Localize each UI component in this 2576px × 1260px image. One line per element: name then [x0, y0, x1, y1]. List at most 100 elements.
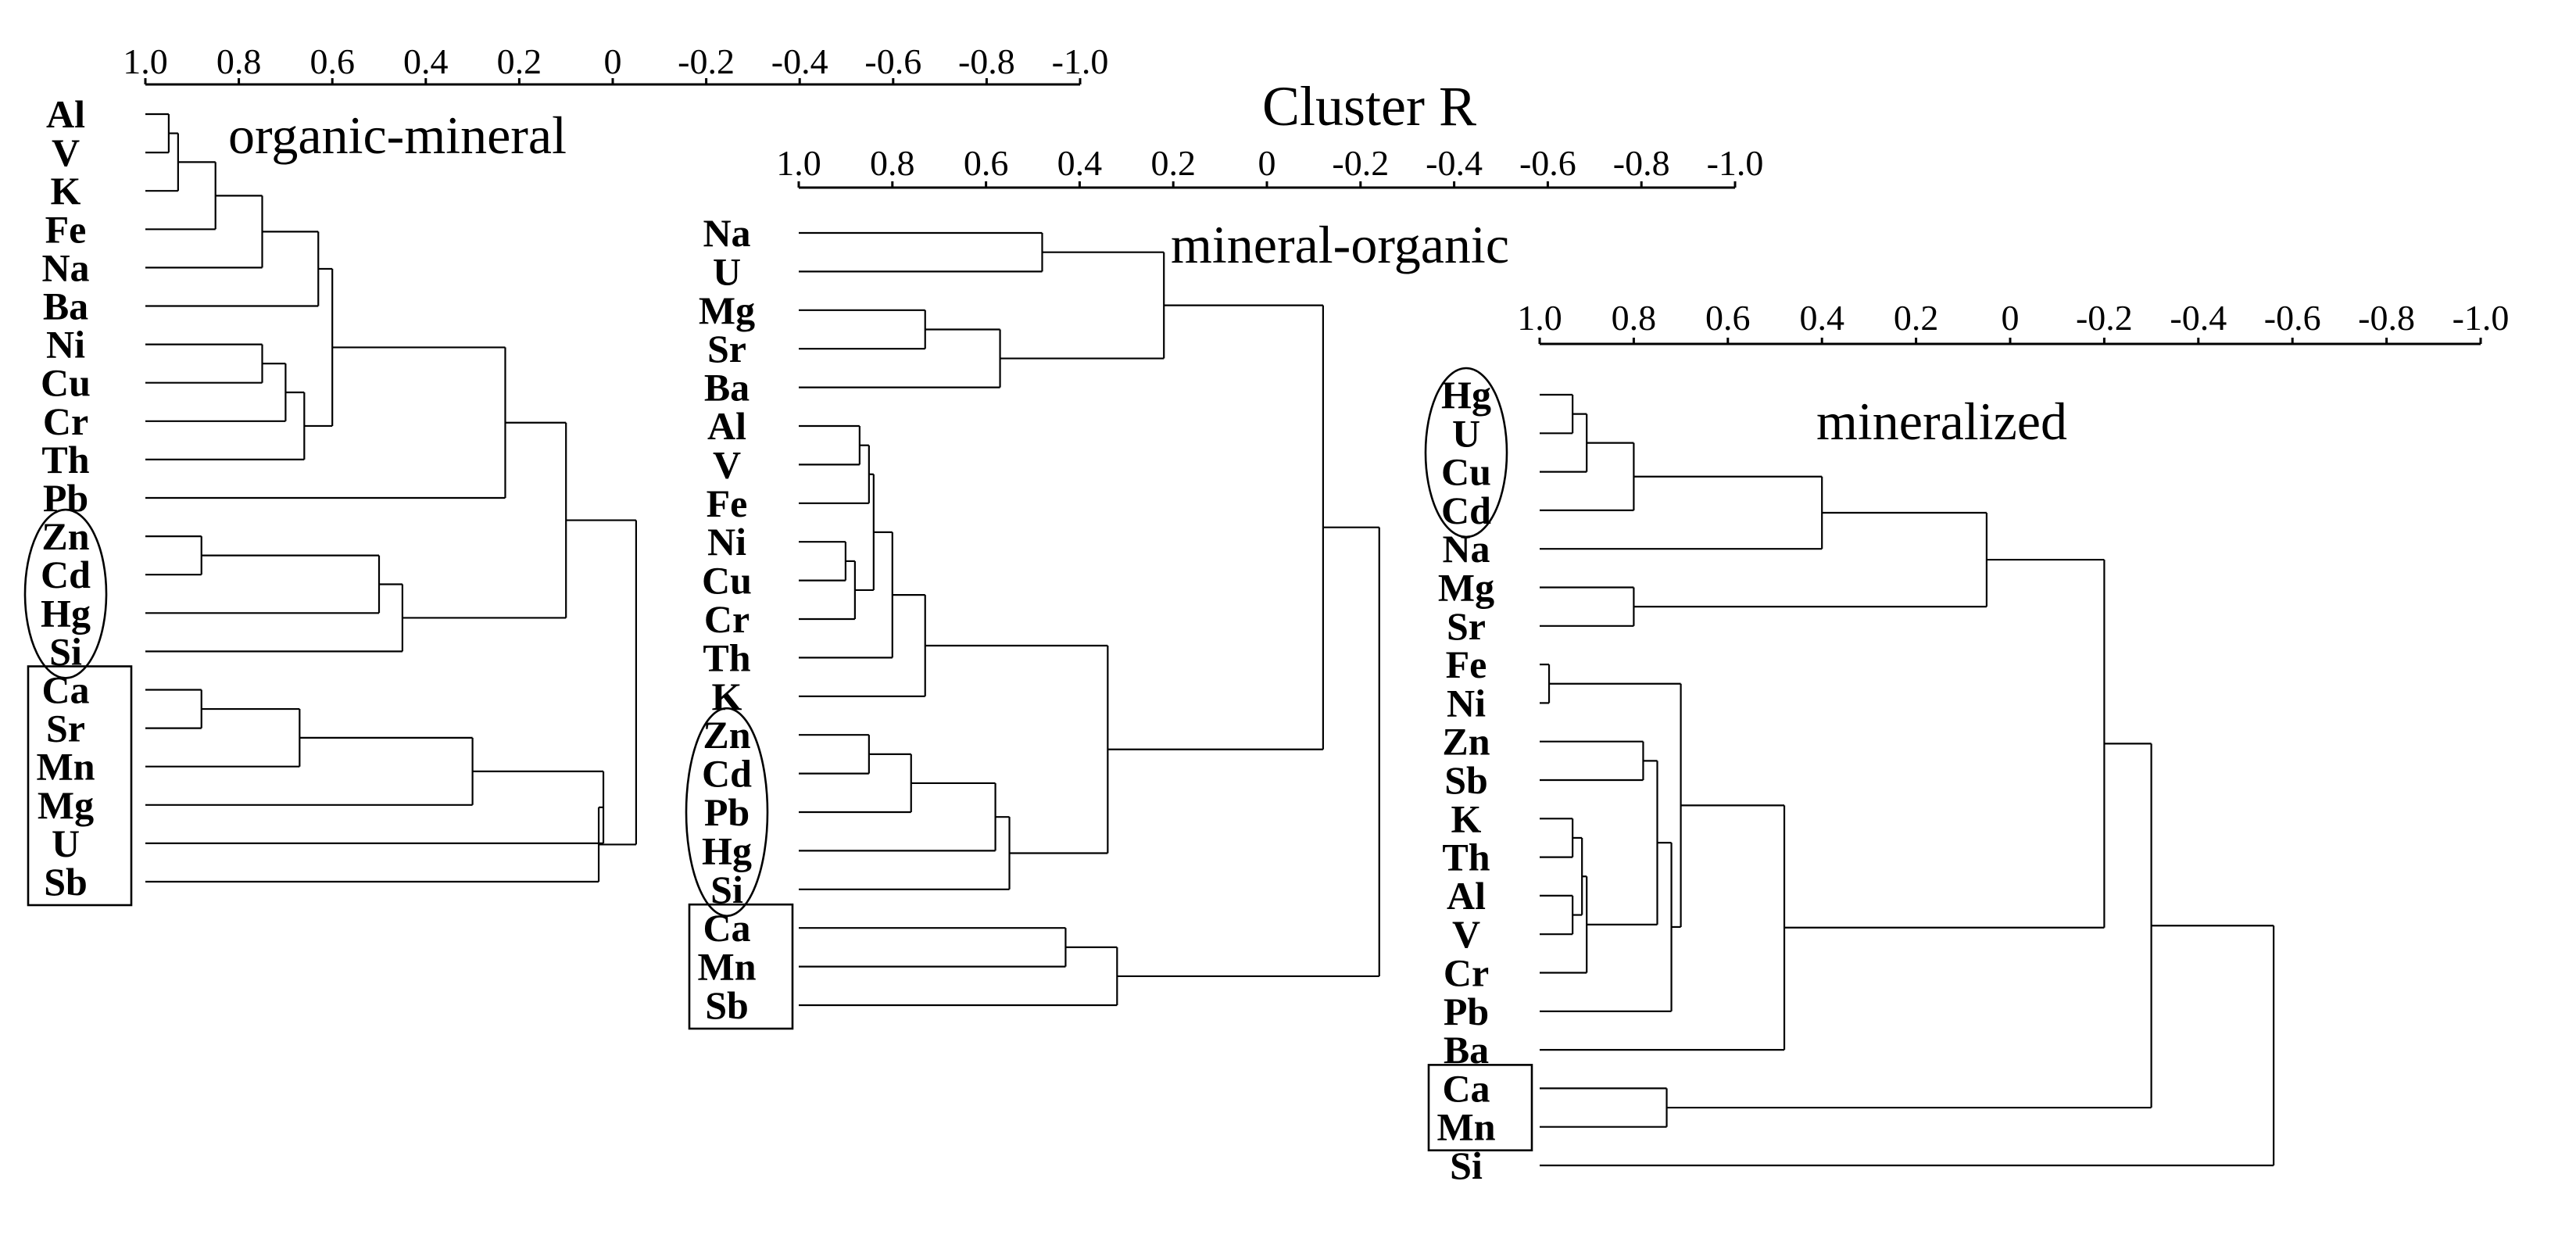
panel-title: mineral-organic [1171, 215, 1509, 274]
leaf-label: Na [1442, 527, 1490, 571]
leaf-label: Th [1442, 836, 1490, 879]
leaf-label: Mn [698, 945, 757, 989]
leaf-label: Zn [703, 713, 750, 757]
leaf-label: V [1452, 912, 1480, 956]
leaf-label: Na [703, 211, 750, 255]
leaf-label: K [51, 169, 81, 213]
leaf-label: Al [707, 404, 746, 448]
leaf-label: Sr [1447, 604, 1486, 648]
leaf-label: Cr [43, 399, 88, 443]
axis-tick-label: -0.8 [958, 41, 1015, 81]
axis-tick-label: 0.2 [1894, 298, 1939, 338]
panel-title: mineralized [1816, 392, 2067, 451]
leaf-label: Fe [707, 481, 748, 525]
leaf-label: Pb [1444, 990, 1489, 1033]
axis-tick-label: 0.2 [1150, 143, 1196, 183]
axis-tick-label: -0.8 [2358, 298, 2415, 338]
leaf-label: Th [703, 635, 750, 679]
leaf-label: Cu [41, 361, 91, 405]
leaf-label: V [713, 442, 741, 486]
axis-tick-label: 0.8 [216, 41, 262, 81]
axis-tick-label: 0.4 [403, 41, 449, 81]
leaf-label: Cd [41, 553, 91, 596]
axis-tick-label: 0.8 [1612, 298, 1657, 338]
axis-tick-label: -0.2 [2076, 298, 2133, 338]
leaf-label: Cu [1441, 450, 1491, 494]
leaf-label: Mg [38, 783, 94, 827]
leaf-label: Cu [702, 559, 752, 603]
figure-title: Cluster R [1262, 75, 1476, 138]
leaf-label: Fe [45, 207, 87, 251]
axis-tick-label: -0.4 [1426, 143, 1483, 183]
axis-tick-label: 0.8 [870, 143, 915, 183]
axis-tick-label: 0 [2002, 298, 2020, 338]
leaf-label: Cr [704, 597, 750, 641]
leaf-label: Ni [707, 520, 746, 564]
axis-tick-label: 0.2 [497, 41, 542, 81]
group-ellipse [23, 508, 108, 679]
leaf-label: Ca [703, 906, 750, 950]
dendrogram-mineral-organic: 1.0 0.8 0.6 0.4 0.2 0 -0.2 -0.4 -0.6 -0.8 -1.0 mine… [685, 143, 1764, 1030]
leaf-label: Fe [1446, 643, 1487, 686]
leaf-label: Cd [702, 752, 752, 796]
leaf-label: Th [41, 438, 89, 481]
leaf-label: Sr [707, 327, 746, 370]
axis-tick-label: -0.6 [1519, 143, 1576, 183]
leaf-label: U [1452, 411, 1480, 455]
group-box [1427, 1064, 1533, 1152]
leaf-label: Al [1447, 874, 1486, 918]
leaf-label: Mn [37, 745, 95, 789]
axis-tick-label: -1.0 [2453, 298, 2510, 338]
leaf-label: Na [41, 245, 89, 289]
axis-tick-label: -0.2 [1332, 143, 1389, 183]
panel-title: organic-mineral [228, 106, 567, 165]
leaf-label: Sr [46, 707, 85, 750]
axis-tick-label: -0.2 [678, 41, 735, 81]
leaf-label: Ba [704, 366, 750, 410]
leaf-label: Mg [699, 288, 755, 332]
group-ellipse [685, 707, 769, 918]
axis-tick-label: 1.0 [776, 143, 821, 183]
leaf-label: Hg [41, 591, 91, 635]
axis-tick-label: -0.8 [1613, 143, 1670, 183]
leaf-label: Hg [702, 829, 752, 872]
leaf-label: K [1451, 796, 1482, 840]
leaf-label: Sb [705, 983, 749, 1027]
group-box [688, 903, 794, 1030]
leaf-label: Ca [1442, 1066, 1490, 1110]
leaf-label: Pb [43, 476, 88, 520]
leaf-label: Cd [1441, 489, 1491, 532]
leaf-label: Zn [1442, 720, 1490, 764]
axis-tick-label: 0 [1258, 143, 1276, 183]
leaf-label: Ba [43, 285, 88, 328]
leaf-label: Mn [1437, 1105, 1496, 1149]
axis-tick-label: 0.4 [1799, 298, 1844, 338]
leaf-label: Mg [1438, 566, 1494, 610]
axis-tick-label: 0.6 [1705, 298, 1751, 338]
leaf-label: Cr [1444, 951, 1489, 995]
axis-tick-label: -1.0 [1052, 41, 1109, 81]
axis-tick-label: -1.0 [1707, 143, 1764, 183]
axis-tick-label: -0.4 [771, 41, 828, 81]
leaf-label: Sb [1444, 758, 1488, 802]
leaf-label: Ni [46, 323, 85, 367]
group-ellipse [1424, 367, 1508, 539]
leaf-label: Zn [41, 514, 89, 558]
group-box [27, 665, 133, 907]
axis-tick-label: 0.4 [1057, 143, 1103, 183]
axis-tick-label: 0.6 [309, 41, 355, 81]
leaf-label: V [52, 131, 80, 174]
axis-tick-label: 1.0 [1517, 298, 1562, 338]
leaf-label: Ca [41, 668, 89, 712]
leaf-label: Al [46, 92, 85, 136]
axis-tick-label: 1.0 [123, 41, 168, 81]
axis-tick-label: 0 [604, 41, 622, 81]
axis-tick-label: 0.6 [964, 143, 1009, 183]
axis-tick-label: -0.4 [2170, 298, 2227, 338]
leaf-label: U [713, 249, 741, 293]
leaf-label: Hg [1441, 373, 1491, 417]
leaf-label: Ni [1447, 681, 1486, 725]
